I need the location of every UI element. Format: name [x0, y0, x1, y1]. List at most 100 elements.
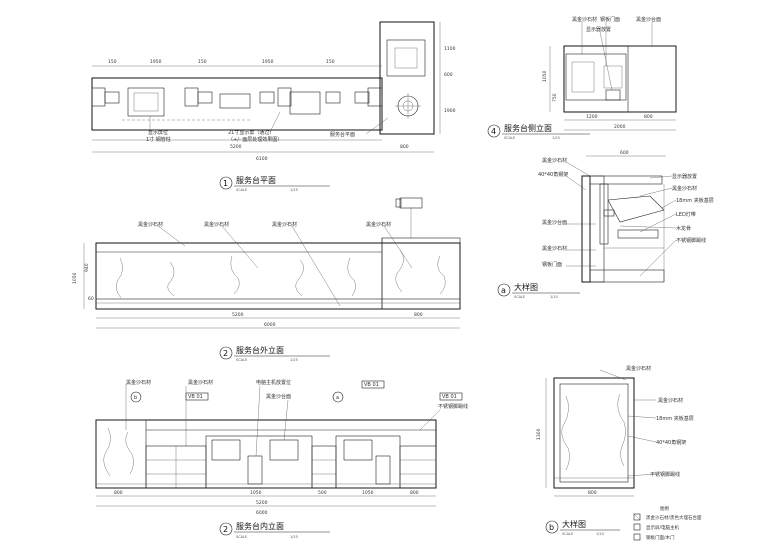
section-b-title: 大样图: [562, 519, 586, 529]
inner-dim-6: 5200: [256, 500, 268, 506]
inner-tag-2: VB 01: [364, 382, 379, 388]
plan-title-number: 1: [223, 179, 228, 188]
side-scale-label: SCALE: [504, 136, 515, 140]
section-a-label-5: 18mm 夹板基层: [676, 197, 714, 204]
inner-scale-label: SCALE: [236, 535, 247, 539]
plan-dim-top-2: 1950: [150, 59, 162, 65]
inner-dim-3: 500: [318, 490, 327, 496]
outer-dim-left-1: 1050: [72, 272, 78, 284]
plan-label-2: 1寸 钢管柱: [146, 136, 171, 143]
section-b-label-3: 18mm 夹板基层: [656, 415, 694, 422]
plan-title: 服务台平面: [236, 175, 276, 185]
plan-view: 150 1950 150 1950 150 5200 800 6100 1100…: [91, 21, 456, 192]
plan-dim-bottom-1: 5200: [230, 144, 242, 150]
side-dim-2: 800: [644, 114, 653, 120]
side-dim-left-2: 750: [552, 93, 558, 102]
inner-title-number: 2: [223, 525, 228, 534]
section-a-view: 600 黑金沙石材 40*40角钢架 黑金沙台面 黑金沙石材 钢板门面 显示器放…: [497, 150, 714, 299]
section-a-label-7: 木龙骨: [676, 225, 691, 232]
outer-scale: 1/25: [290, 358, 298, 362]
side-label-2: 钢板门面: [600, 16, 620, 23]
plan-scale-label: SCALE: [236, 188, 247, 192]
inner-dim-2: 1050: [250, 490, 262, 496]
section-a-label-11: 钢板门面: [542, 261, 562, 268]
side-label-3: 显示器放置: [586, 26, 611, 33]
side-scale: 1/25: [552, 136, 560, 140]
inner-dim-5: 800: [410, 490, 419, 496]
section-b-dim-bottom: 800: [588, 490, 597, 496]
side-dim-3: 2000: [614, 124, 626, 130]
inner-scale: 1/25: [290, 535, 298, 539]
section-b-view: 1300 800 黑金沙石材 黑金沙石材 18mm 夹板基层 40*40角钢架 …: [536, 365, 694, 536]
outer-title-number: 2: [223, 349, 228, 358]
inner-label-4: 黑金沙台面: [266, 393, 291, 400]
section-b-label-4: 40*40角钢架: [656, 439, 686, 446]
section-a-label-8: 不锈钢脚踢线: [676, 237, 706, 244]
inner-label-1: 黑金沙石材: [126, 379, 151, 386]
inner-label-3: 电脑主机放置位: [256, 379, 291, 386]
outer-title: 服务台外立面: [236, 345, 284, 355]
side-title-number: 4: [491, 127, 496, 136]
plan-dim-top-3: 150: [198, 59, 207, 65]
outer-dim-2: 800: [414, 312, 423, 318]
section-a-label-3: 显示器放置: [672, 173, 697, 180]
side-elevation-view: 1200 800 2000 1050 750 黑金沙石材 钢板门面 显示器放置 …: [487, 16, 677, 140]
plan-label-1: 显示屏位: [148, 129, 168, 136]
plan-label-5: 服务台平面: [330, 131, 355, 138]
section-a-title: 大样图: [514, 282, 538, 292]
plan-dim-top-5: 150: [326, 59, 335, 65]
plan-scale: 1/25: [290, 188, 298, 192]
inner-callout-a: a: [336, 395, 339, 401]
outer-dim-left-3: 60: [88, 296, 94, 302]
side-title: 服务台侧立面: [504, 123, 552, 133]
plan-dim-bottom-3: 6100: [256, 156, 268, 162]
inner-elevation-view: b a VB 01 VB 01 VB 01 黑金沙石材 黑金沙石材 电脑主机放置…: [95, 379, 468, 539]
plan-label-4: （+/- 面层处理效果图）: [228, 136, 282, 143]
inner-tag-1: VB 01: [188, 394, 203, 400]
inner-title: 服务台内立面: [236, 521, 284, 531]
inner-callout-b: b: [134, 395, 137, 401]
outer-elevation-view: 黑金沙石材 黑金沙石材 黑金沙石材 黑金沙石材 5200 800 6000 10…: [72, 197, 461, 362]
section-b-scale-label: SCALE: [562, 532, 573, 536]
plan-dim-right-1: 1100: [444, 46, 456, 52]
section-a-label-10: 黑金沙石材: [542, 245, 567, 252]
outer-dim-left-2: 940: [84, 263, 90, 272]
side-label-1: 黑金沙石材: [572, 16, 597, 23]
outer-label-1: 黑金沙石材: [138, 221, 163, 228]
section-a-label-2: 40*40角钢架: [538, 171, 568, 178]
legend-item-2: 显示屏/电脑主机: [646, 524, 680, 531]
section-a-title-number: a: [501, 286, 506, 295]
legend-item-1: 黑金沙石材/黑色大理石台面: [646, 514, 702, 521]
outer-label-2: 黑金沙石材: [204, 221, 229, 228]
legend-header: 图例: [660, 505, 669, 512]
plan-dim-bottom-2: 800: [400, 144, 409, 150]
legend: 图例 黑金沙石材/黑色大理石台面 显示屏/电脑主机 钢板门面/木门: [633, 505, 702, 541]
side-label-4: 黑金沙台面: [636, 16, 661, 23]
section-a-label-9: 黑金沙台面: [542, 219, 567, 226]
section-b-scale: 1/10: [596, 532, 604, 536]
side-dim-left-1: 1050: [542, 70, 548, 82]
inner-dim-7: 6000: [256, 510, 268, 516]
section-b-label-5: 不锈钢脚踢线: [650, 471, 680, 478]
inner-label-5: 不锈钢脚踢线: [438, 403, 468, 410]
section-a-label-6: LED灯带: [676, 211, 696, 218]
legend-item-3: 钢板门面/木门: [646, 534, 675, 541]
inner-label-2: 黑金沙石材: [188, 379, 213, 386]
section-a-label-4: 黑金沙石材: [672, 185, 697, 192]
section-b-dim-left: 1300: [536, 428, 542, 440]
inner-dim-1: 800: [114, 490, 123, 496]
plan-dim-right-2: 600: [444, 72, 453, 78]
section-a-dim: 600: [620, 150, 629, 156]
section-b-title-number: b: [549, 523, 554, 532]
outer-label-3: 黑金沙石材: [272, 221, 297, 228]
plan-dim-right-3: 1900: [444, 108, 456, 114]
outer-dim-1: 5200: [232, 312, 244, 318]
inner-dim-4: 1050: [362, 490, 374, 496]
side-dim-1: 1200: [586, 114, 598, 120]
plan-label-3: 21寸显示屏（通过）: [228, 129, 274, 136]
plan-dim-top-4: 1950: [262, 59, 274, 65]
inner-tag-3: VB 01: [442, 394, 457, 400]
section-a-label-1: 黑金沙石材: [542, 157, 567, 164]
outer-dim-3: 6000: [264, 322, 276, 328]
